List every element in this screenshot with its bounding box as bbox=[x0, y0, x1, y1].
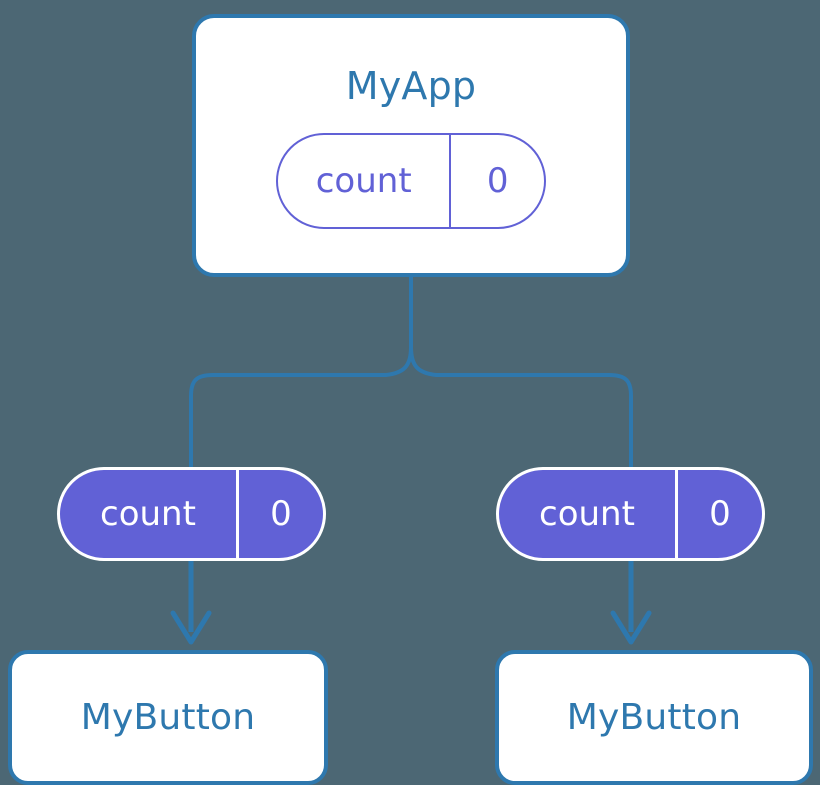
prop-pill-value: 0 bbox=[674, 470, 762, 558]
prop-arrow-right bbox=[610, 561, 652, 645]
prop-pill-left-count[interactable]: count 0 bbox=[57, 467, 326, 561]
prop-pill-value: 0 bbox=[235, 470, 323, 558]
state-pill-value: 0 bbox=[449, 135, 544, 227]
branch-connector-right bbox=[409, 346, 633, 467]
component-box-mybutton-left[interactable]: MyButton bbox=[8, 650, 328, 785]
component-box-mybutton-right[interactable]: MyButton bbox=[495, 650, 813, 785]
prop-arrow-left bbox=[170, 561, 212, 645]
prop-pill-key: count bbox=[539, 494, 635, 534]
state-pill-myapp-count[interactable]: count 0 bbox=[276, 133, 546, 229]
state-pill-key: count bbox=[315, 161, 412, 201]
branch-connector-left bbox=[189, 346, 413, 467]
component-title: MyButton bbox=[566, 697, 742, 738]
prop-pill-key: count bbox=[100, 494, 196, 534]
component-title: MyButton bbox=[80, 697, 256, 738]
page-title: MyApp bbox=[345, 64, 477, 108]
prop-pill-right-count[interactable]: count 0 bbox=[496, 467, 765, 561]
